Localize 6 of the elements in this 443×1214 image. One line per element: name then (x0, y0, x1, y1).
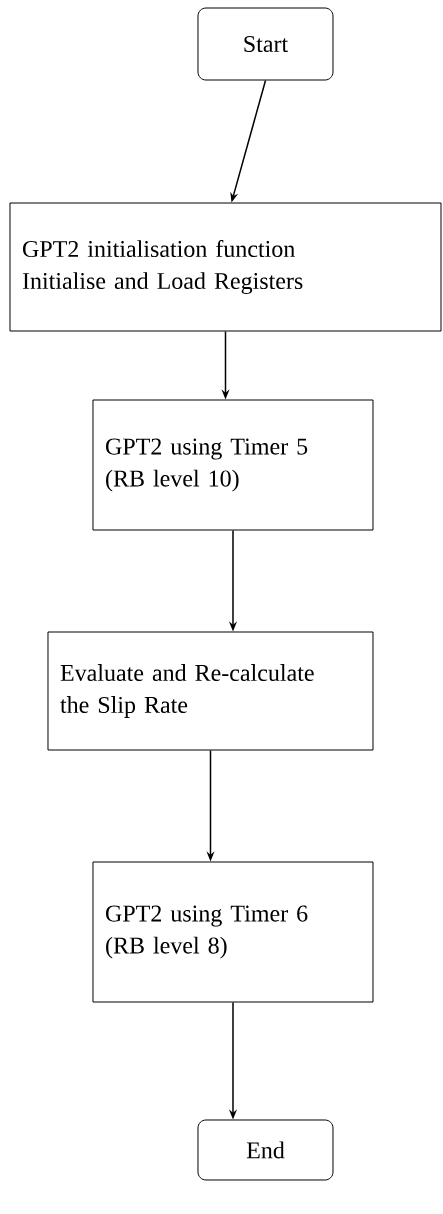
process-box: GPT2 initialisation function Initialise and Load Registers (9, 202, 442, 332)
terminal-box: End (197, 1119, 334, 1181)
process-box: GPT2 using Timer 6 (RB level 8) (92, 861, 374, 1003)
terminal-box: Start (197, 7, 334, 81)
process-box: GPT2 using Timer 5 (RB level 10) (92, 399, 374, 531)
process-box: Evaluate and Re-calculate the Slip Rate (47, 631, 374, 751)
